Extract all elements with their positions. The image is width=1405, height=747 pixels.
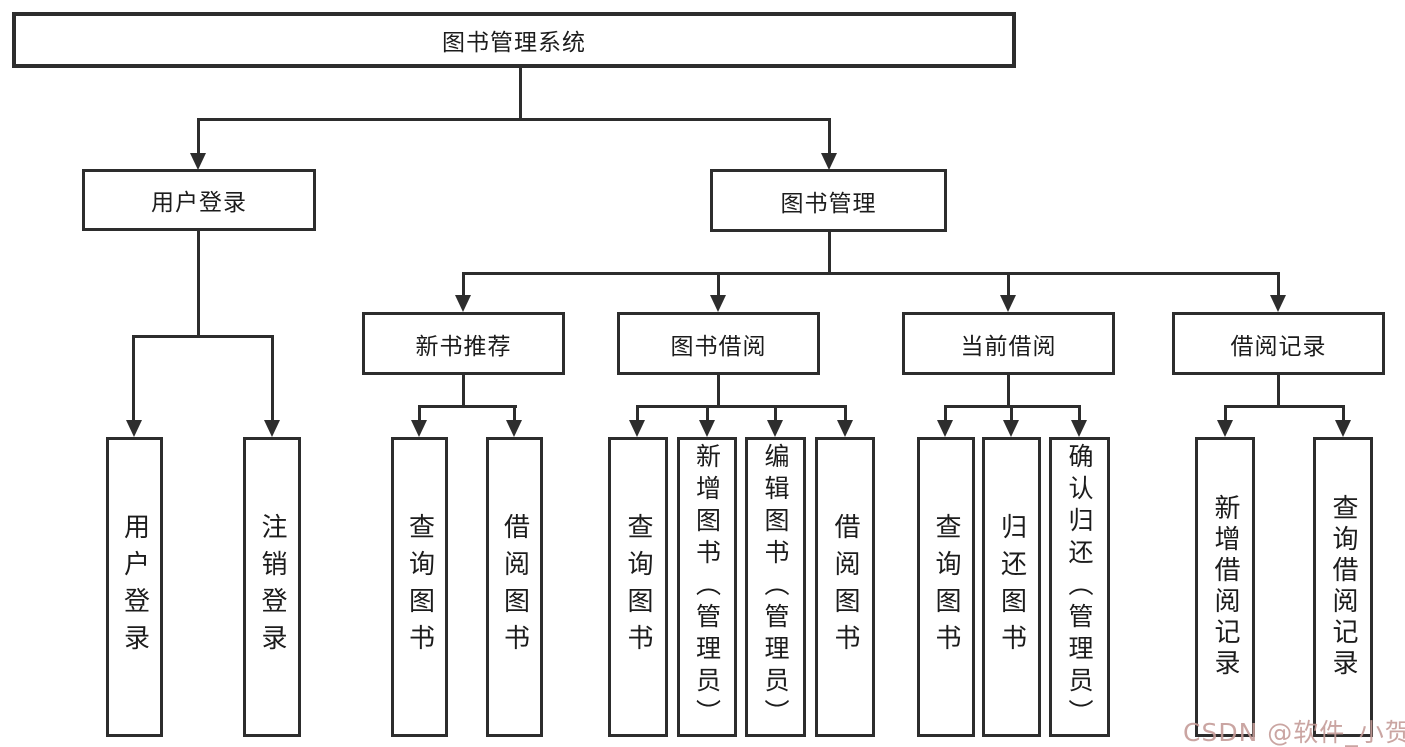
node-label: 新增图书（管理员）: [692, 443, 722, 731]
csdn-watermark: CSDN @软件_小贺同学: [1183, 718, 1405, 747]
node-label: 查询图书: [931, 513, 961, 661]
connector-line: [132, 335, 135, 427]
arrow-down-icon: [821, 153, 837, 170]
connector-line: [636, 405, 847, 408]
connector-line: [636, 405, 639, 427]
connector-line: [1007, 272, 1010, 302]
node-user-login: 用户登录: [82, 169, 316, 231]
node-library-management-system: 图书管理系统: [12, 12, 1016, 68]
connector-line: [1007, 375, 1010, 408]
arrow-down-icon: [1000, 295, 1016, 312]
connector-line: [1078, 405, 1081, 427]
leaf-query-books-cb: 查询图书: [917, 437, 975, 737]
node-label: 确认归还（管理员）: [1065, 443, 1094, 731]
connector-line: [519, 65, 522, 121]
connector-line: [828, 232, 831, 275]
connector-line: [132, 335, 274, 338]
arrow-down-icon: [1335, 420, 1351, 437]
connector-line: [462, 272, 465, 302]
connector-line: [706, 405, 709, 427]
arrow-down-icon: [710, 295, 726, 312]
node-label: 查询图书: [623, 513, 653, 661]
node-current-borrowing: 当前借阅: [902, 312, 1115, 375]
node-label: 编辑图书（管理员）: [761, 443, 790, 731]
node-label: 借阅图书: [499, 513, 530, 661]
connector-line: [197, 231, 200, 338]
connector-line: [1010, 405, 1013, 427]
node-label: 图书借阅: [670, 333, 767, 360]
connector-line: [1224, 405, 1345, 408]
arrow-down-icon: [699, 420, 715, 437]
node-label: 图书管理系统: [442, 30, 586, 56]
leaf-add-borrow-record: 新增借阅记录: [1195, 437, 1255, 737]
node-label: 用户登录: [151, 190, 247, 216]
connector-line: [844, 405, 847, 427]
leaf-borrow-books-rec: 借阅图书: [486, 437, 543, 737]
node-label: 借阅图书: [830, 513, 860, 661]
leaf-borrow-books-bb: 借阅图书: [815, 437, 875, 737]
arrow-down-icon: [190, 153, 206, 170]
leaf-query-books-bb: 查询图书: [608, 437, 668, 737]
connector-line: [418, 405, 421, 427]
arrow-down-icon: [629, 420, 645, 437]
arrow-down-icon: [1270, 295, 1286, 312]
connector-line: [828, 118, 831, 160]
connector-line: [197, 118, 831, 121]
arrow-down-icon: [455, 295, 471, 312]
arrow-down-icon: [767, 420, 783, 437]
connector-line: [462, 375, 465, 408]
leaf-add-books-admin: 新增图书（管理员）: [677, 437, 737, 737]
connector-line: [271, 335, 274, 427]
node-book-borrowing: 图书借阅: [617, 312, 820, 375]
leaf-logout: 注销登录: [243, 437, 301, 737]
arrow-down-icon: [1003, 420, 1019, 437]
arrow-down-icon: [264, 420, 280, 437]
node-new-book-recommendation: 新书推荐: [362, 312, 565, 375]
leaf-edit-books-admin: 编辑图书（管理员）: [745, 437, 806, 737]
node-label: 新增借阅记录: [1210, 494, 1240, 680]
node-label: 查询借阅记录: [1328, 494, 1358, 680]
node-label: 查询图书: [404, 513, 435, 661]
connector-line: [1277, 375, 1280, 408]
connector-line: [1224, 405, 1227, 427]
arrow-down-icon: [837, 420, 853, 437]
node-label: 注销登录: [257, 513, 287, 661]
node-label: 图书管理: [780, 190, 877, 217]
connector-line: [462, 272, 1280, 275]
node-label: 归还图书: [996, 513, 1027, 661]
arrow-down-icon: [1217, 420, 1233, 437]
connector-line: [717, 272, 720, 302]
node-book-management: 图书管理: [710, 169, 947, 232]
connector-line: [944, 405, 947, 427]
node-label: 新书推荐: [415, 333, 512, 360]
connector-line: [513, 405, 516, 427]
arrow-down-icon: [1071, 420, 1087, 437]
connector-line: [197, 118, 200, 160]
arrow-down-icon: [937, 420, 953, 437]
connector-line: [717, 375, 720, 408]
arrow-down-icon: [411, 420, 427, 437]
node-label: 当前借阅: [960, 333, 1057, 360]
node-borrowing-records: 借阅记录: [1172, 312, 1385, 375]
connector-line: [418, 405, 517, 408]
leaf-return-books: 归还图书: [982, 437, 1041, 737]
leaf-confirm-return-admin: 确认归还（管理员）: [1049, 437, 1110, 737]
leaf-query-borrow-record: 查询借阅记录: [1313, 437, 1373, 737]
connector-line: [1277, 272, 1280, 302]
connector-line: [774, 405, 777, 427]
arrow-down-icon: [126, 420, 142, 437]
leaf-user-login: 用户登录: [106, 437, 163, 737]
connector-line: [1342, 405, 1345, 427]
leaf-query-books-rec: 查询图书: [391, 437, 448, 737]
node-label: 用户登录: [119, 513, 150, 661]
node-label: 借阅记录: [1230, 333, 1327, 360]
arrow-down-icon: [506, 420, 522, 437]
